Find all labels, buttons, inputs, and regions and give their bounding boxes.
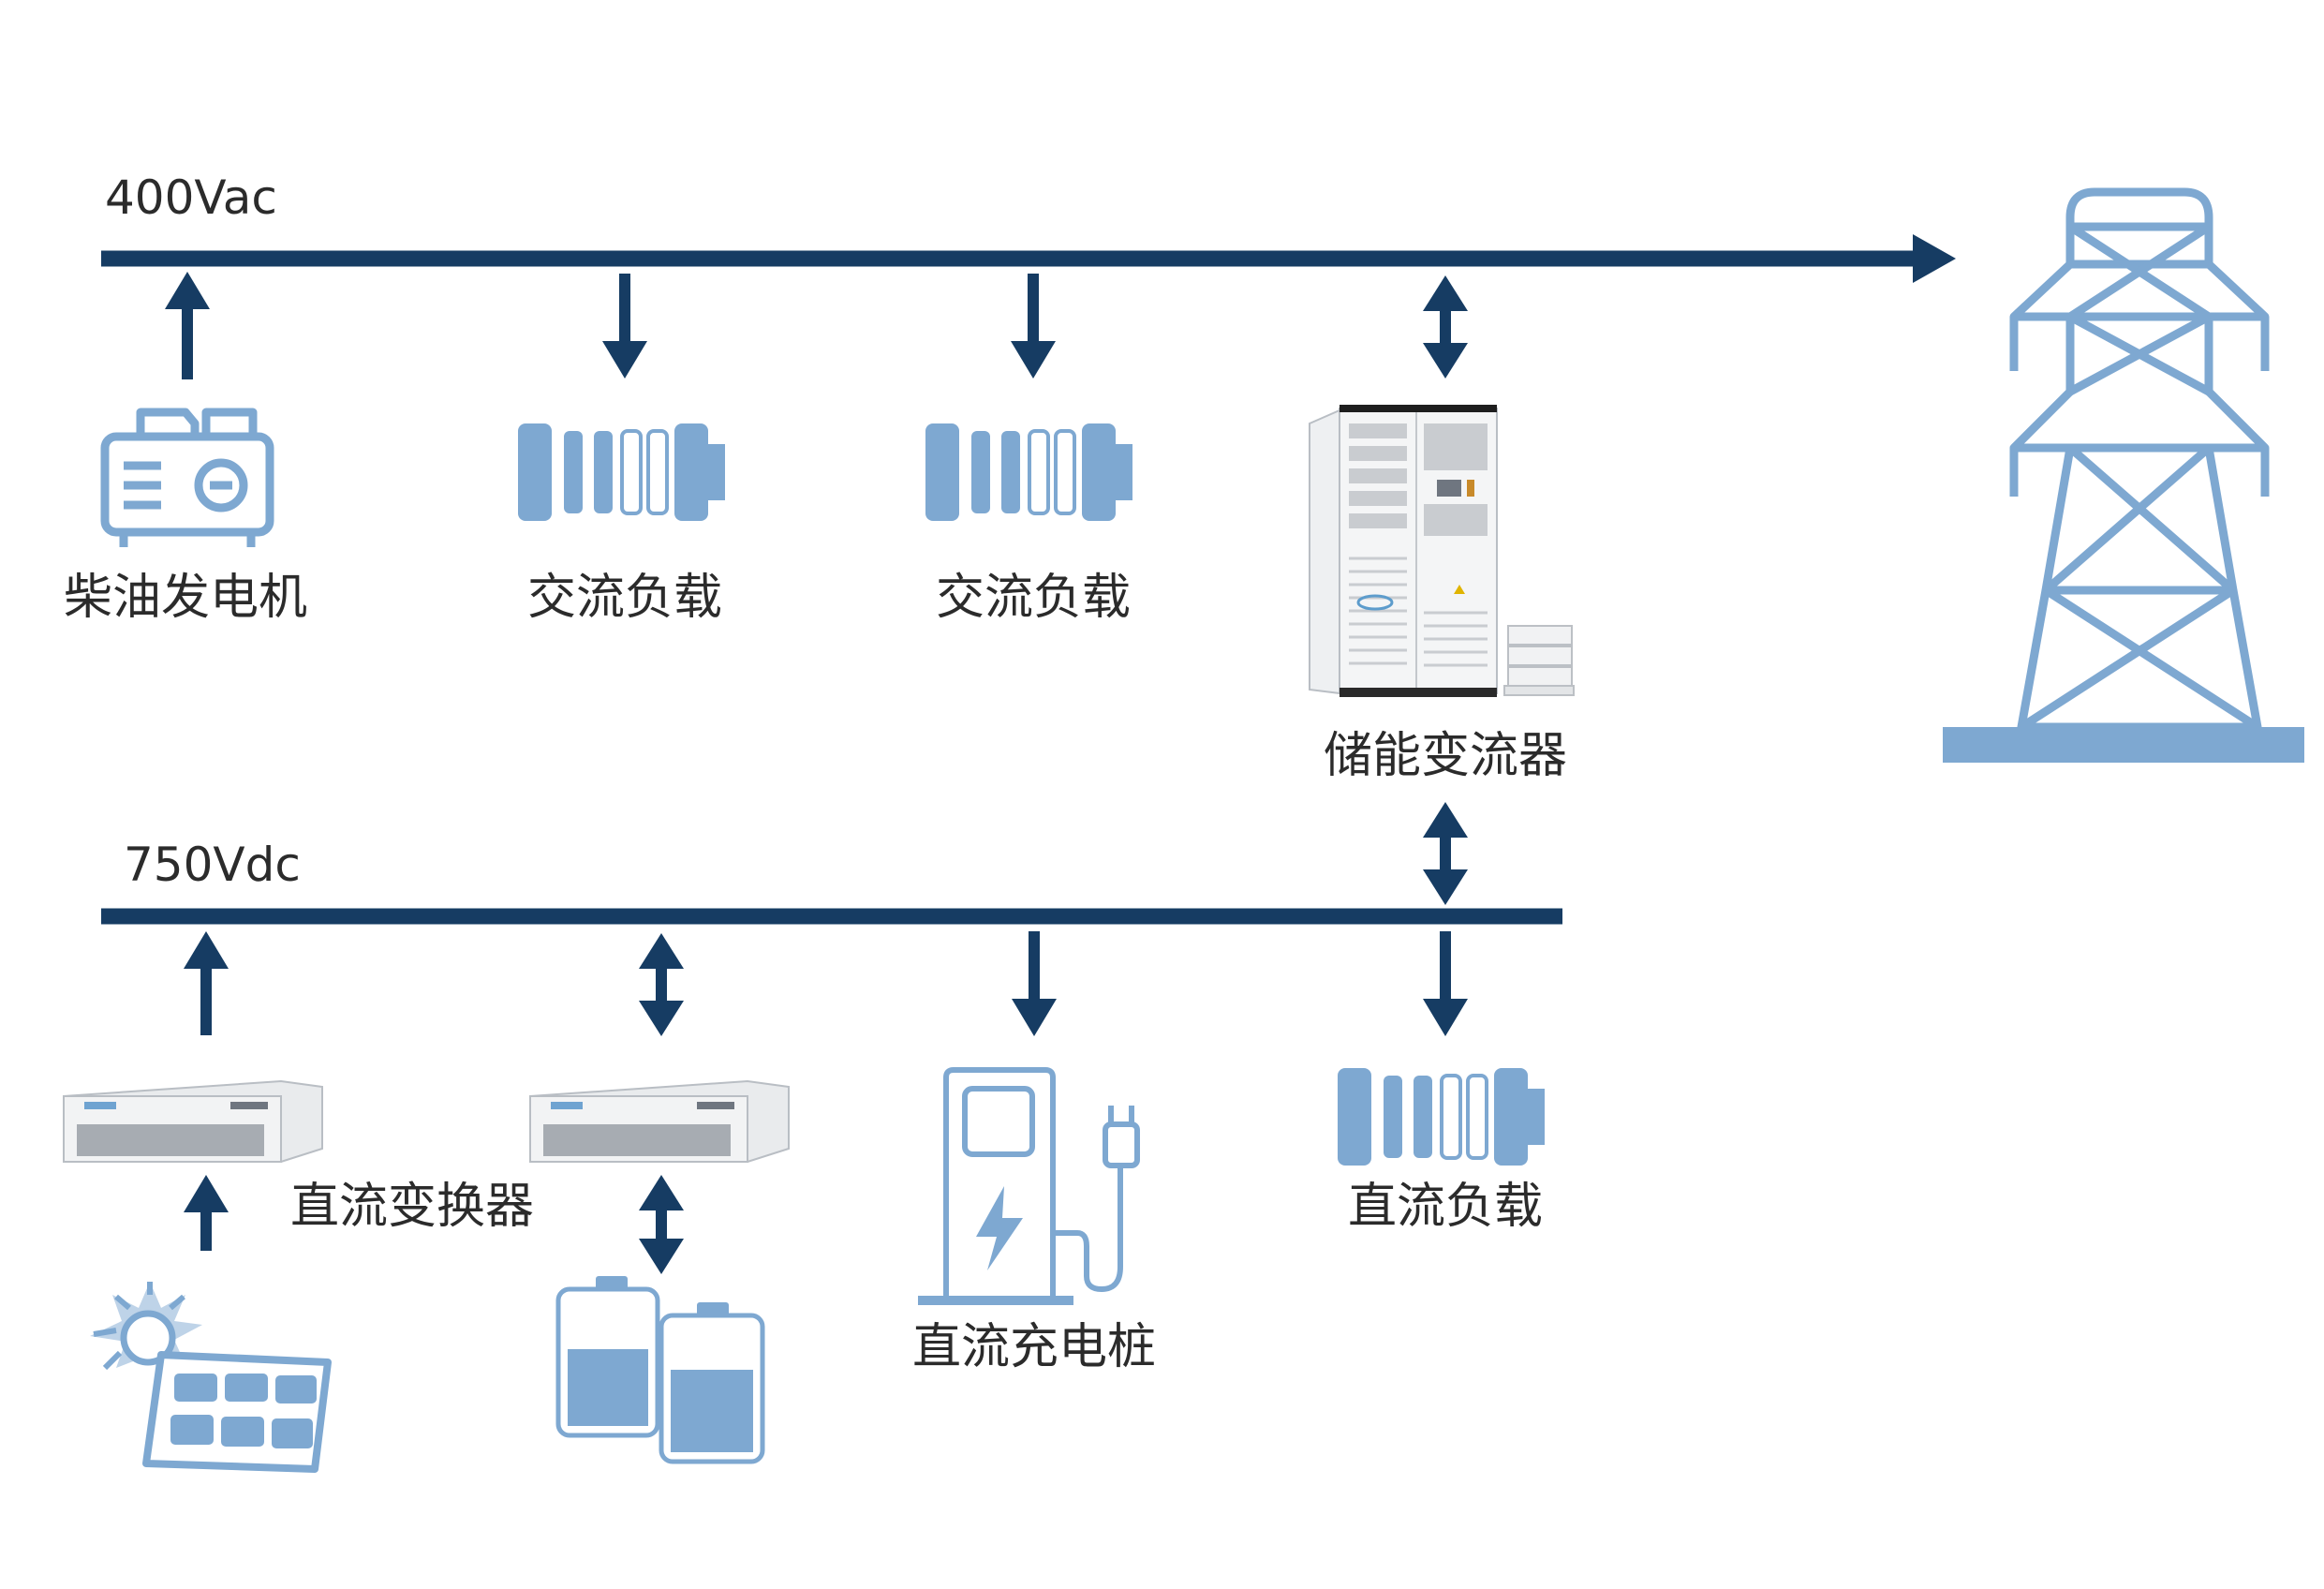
ac-load-1-label: 交流负载: [527, 570, 722, 626]
ac-load-1-icon: [518, 423, 725, 521]
diesel-generator-icon: [100, 408, 274, 547]
ac-load-2-label: 交流负载: [936, 570, 1131, 626]
diesel-generator-label: 柴油发电机: [64, 570, 307, 626]
arrow-ac-to-load-2: [1011, 274, 1056, 379]
dc-converter-1-image: [63, 1079, 323, 1163]
dc-charging-pile-label: 直流充电桩: [912, 1319, 1156, 1375]
arrow-generator-to-ac: [165, 272, 210, 379]
arrow-dc-converter-2-bidirectional: [639, 933, 684, 1036]
battery-storage-icon: [555, 1276, 765, 1464]
arrow-converter-1-to-dc: [184, 931, 229, 1035]
dc-charging-pile-icon: [918, 1067, 1140, 1305]
power-grid-tower-icon: [2009, 187, 2270, 732]
dc-load-icon: [1338, 1068, 1545, 1166]
dc-converter-2-image: [529, 1079, 790, 1163]
arrow-ac-pcs-bidirectional: [1423, 275, 1468, 379]
arrow-pcs-dc-bidirectional: [1423, 802, 1468, 905]
arrow-dc-to-charging-pile: [1012, 931, 1057, 1036]
tower-ground-base: [1943, 727, 2304, 763]
energy-storage-cabinet-image: [1309, 405, 1575, 697]
ac-bus-arrowhead: [1913, 234, 1956, 283]
ac-bus-label: 400Vac: [105, 171, 277, 225]
ac-load-2-icon: [925, 423, 1132, 521]
arrow-solar-to-converter: [184, 1175, 229, 1251]
arrow-ac-to-load-1: [602, 274, 647, 379]
dc-converter-label: 直流变换器: [290, 1179, 534, 1235]
dc-bus-label: 750Vdc: [124, 838, 301, 892]
solar-panel-icon: [90, 1282, 332, 1473]
arrow-dc-to-dc-load: [1423, 931, 1468, 1036]
energy-storage-pcs-label: 储能变流器: [1324, 728, 1567, 784]
lightning-bolt-icon: [976, 1186, 1023, 1270]
dc-load-label: 直流负载: [1348, 1179, 1543, 1235]
arrow-converter-battery-bidirectional: [639, 1175, 684, 1274]
